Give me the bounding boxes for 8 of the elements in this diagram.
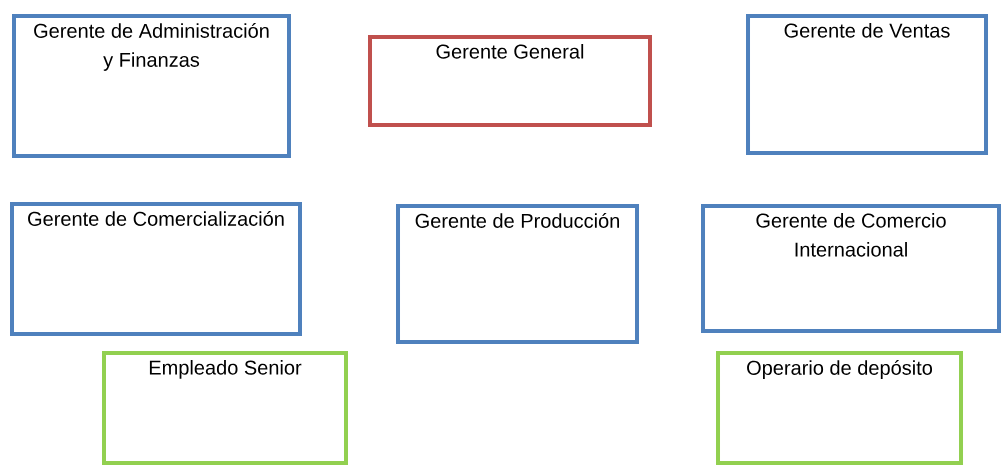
org-box: Gerente de Ventas	[746, 14, 988, 155]
org-box: Gerente de Comercio Internacional	[701, 204, 1001, 333]
org-box: Operario de depósito	[716, 351, 963, 465]
org-box: Gerente General	[368, 35, 652, 127]
org-box: Gerente de Comercialización	[10, 202, 302, 336]
org-box: Empleado Senior	[102, 351, 348, 465]
org-box: Gerente de Producción	[396, 204, 639, 344]
org-box: Gerente de Administración y Finanzas	[12, 14, 291, 158]
